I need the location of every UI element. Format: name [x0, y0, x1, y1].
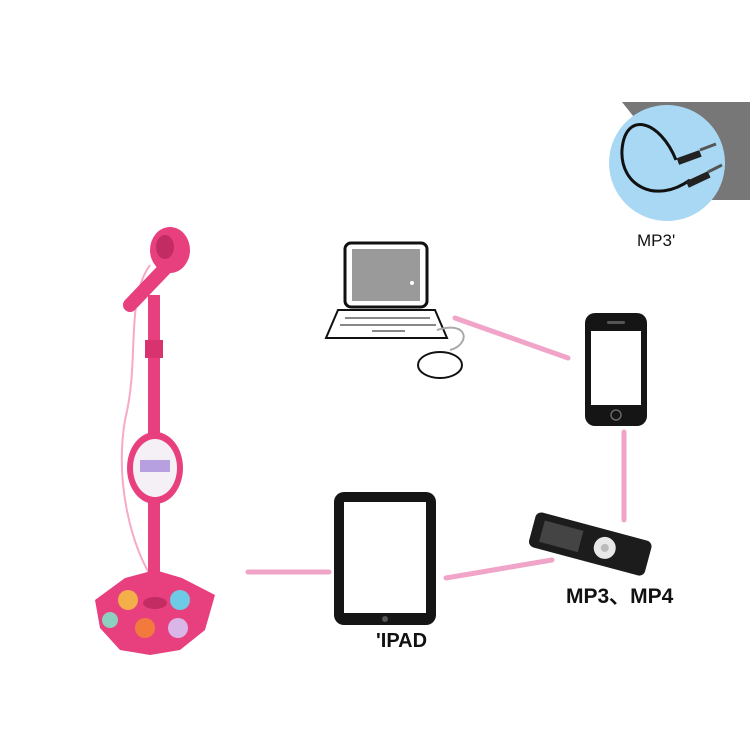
mouse-icon: [417, 351, 463, 379]
karaoke-microphone-stand: [95, 227, 215, 655]
smartphone-icon: [585, 313, 647, 426]
tablet-icon: [334, 492, 436, 625]
ipad-label: 'IPAD: [376, 630, 428, 652]
connector-laptop-phone: [452, 315, 571, 361]
laptop-icon: [324, 241, 465, 379]
connector-mp3-tablet: [443, 557, 555, 581]
aux-cable-icon: [620, 123, 691, 193]
aux-cable-badge: [609, 105, 725, 221]
mp3-mp4-label: MP3、MP4: [566, 585, 674, 608]
connector-lines: [245, 315, 627, 581]
mouse-cable: [436, 326, 465, 351]
cable-label: MP3': [637, 231, 676, 250]
mp3-player-icon: [528, 512, 652, 576]
